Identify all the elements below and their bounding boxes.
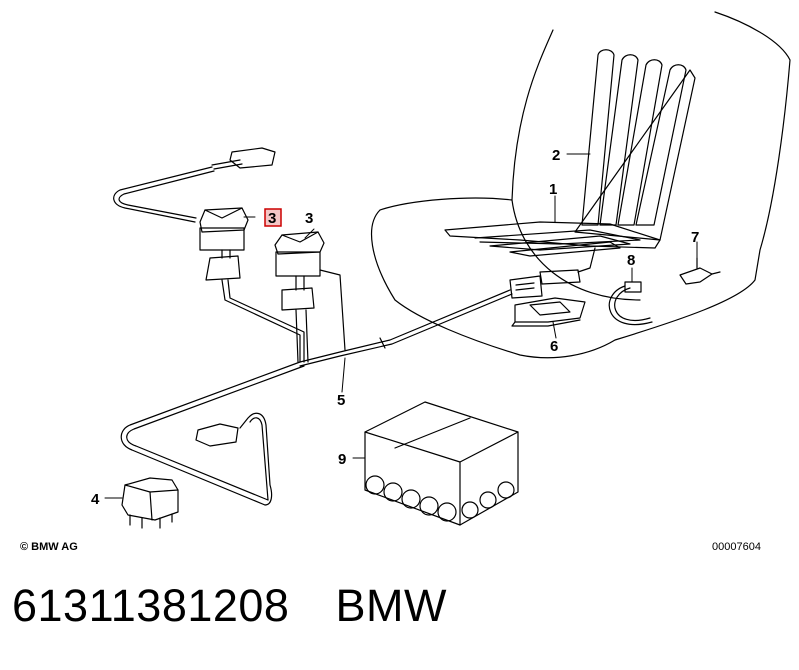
seat-heating-switch-left <box>199 207 249 281</box>
callout-5: 5 <box>337 392 345 409</box>
cable-clip <box>679 257 721 285</box>
relay <box>121 477 179 529</box>
copyright-label: © BMW AG <box>20 541 78 553</box>
footer: 61311381208 BMW <box>12 583 493 628</box>
callout-4: 4 <box>91 491 100 508</box>
part-number: 61311381208 <box>12 580 290 631</box>
brand-name: BMW <box>335 580 447 631</box>
document-number: 00007604 <box>712 541 761 553</box>
callout-3-highlighted[interactable]: 3 <box>268 210 276 227</box>
parts-package <box>364 401 519 526</box>
cable-clamp <box>608 281 653 325</box>
main-wire-harness <box>120 289 513 506</box>
parts-diagram: 1 2 3 3 4 5 6 7 8 9 <box>91 11 791 529</box>
callout-9: 9 <box>338 451 346 468</box>
backrest-heating-element <box>574 49 696 241</box>
callout-3-highlight <box>264 208 282 227</box>
switch-harness <box>221 269 346 363</box>
seat-heating-switch-right <box>274 231 325 311</box>
callout-7: 7 <box>691 229 699 246</box>
callout-8: 8 <box>627 252 635 269</box>
seat-outline <box>370 11 791 359</box>
connector-bracket <box>511 297 586 327</box>
seat-connector <box>509 247 596 299</box>
leader-lines <box>104 153 698 499</box>
upper-wire-harness <box>113 147 276 223</box>
callout-1: 1 <box>549 181 557 198</box>
cushion-heating-element <box>444 221 661 257</box>
callout-2: 2 <box>552 147 560 164</box>
callout-6: 6 <box>550 338 558 355</box>
callout-3: 3 <box>305 210 313 227</box>
